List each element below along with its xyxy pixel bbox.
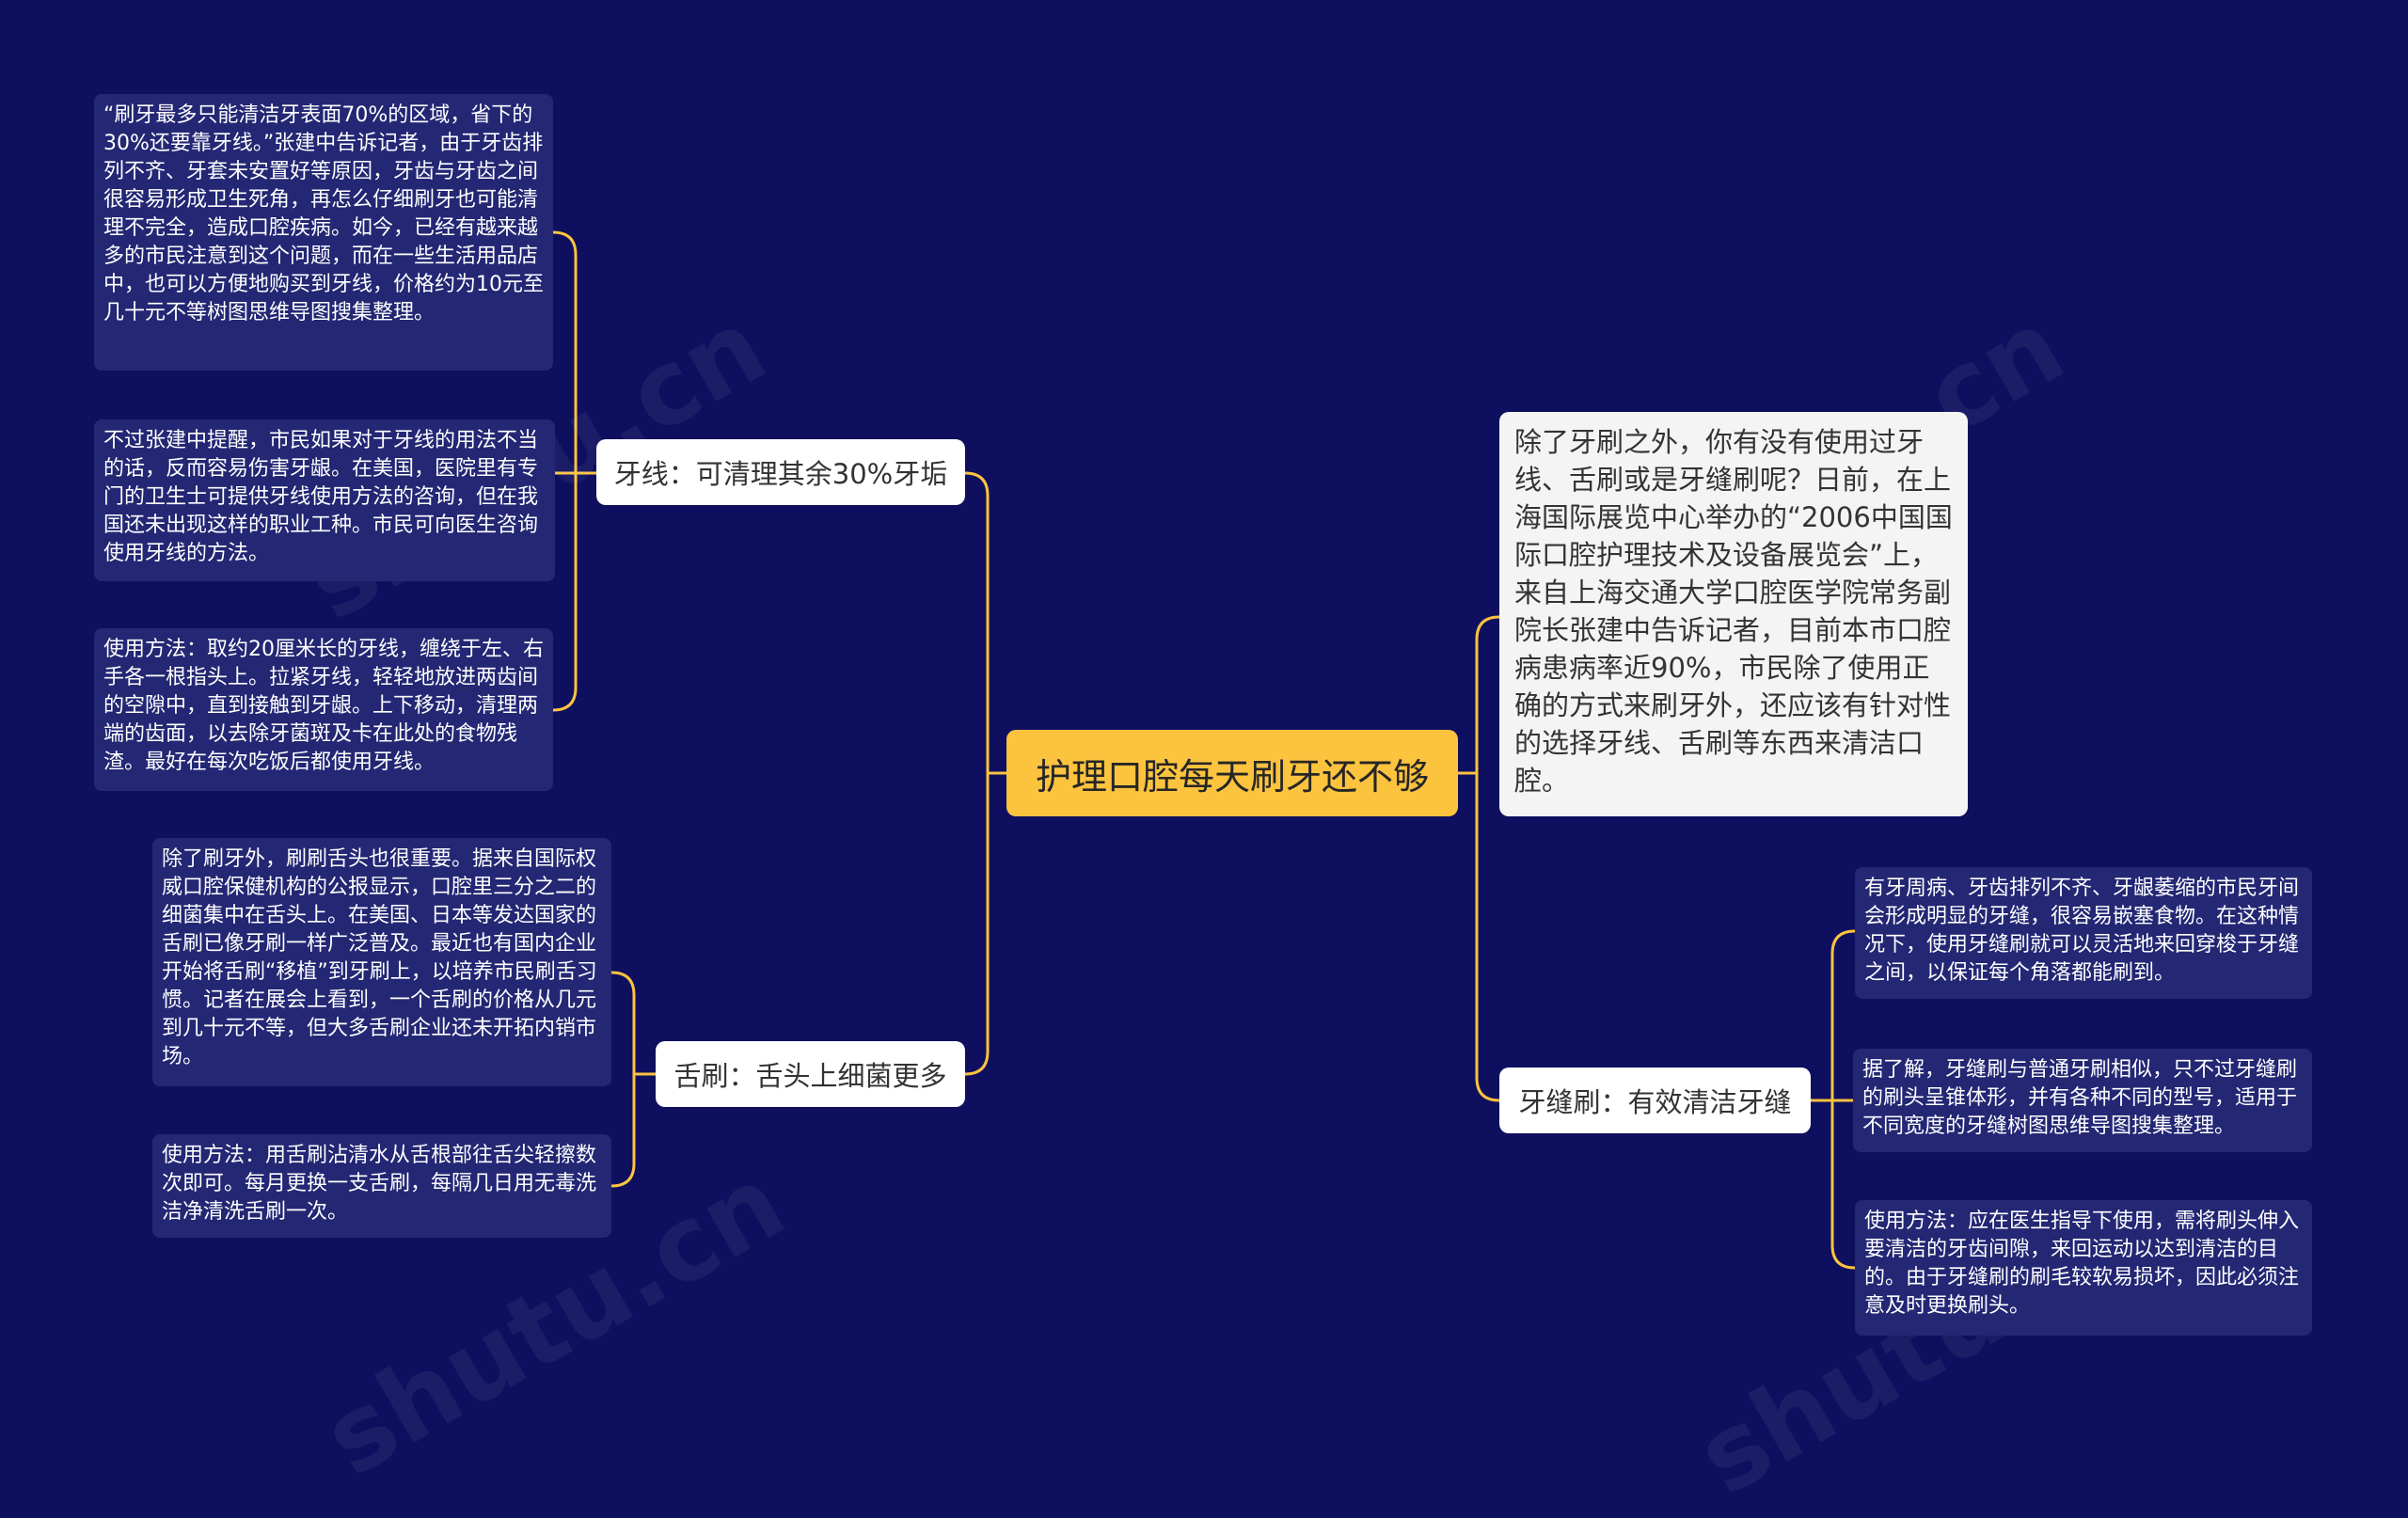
root-topic[interactable]: 护理口腔每天刷牙还不够: [1006, 730, 1458, 816]
branch-floss[interactable]: 牙线：可清理其余30%牙垢: [596, 439, 965, 505]
floss-leaf-1[interactable]: “刷牙最多只能清洁牙表面70%的区域，省下的30%还要靠牙线。”张建中告诉记者，…: [94, 94, 553, 371]
mindmap-canvas: shutu.cn shutu.cn shutu.cn shutu.cn 护理口腔…: [94, 94, 2312, 1518]
interdental-leaf-1[interactable]: 有牙周病、牙齿排列不齐、牙龈萎缩的市民牙间会形成明显的牙缝，很容易嵌塞食物。在这…: [1855, 867, 2312, 999]
branch-interdental[interactable]: 牙缝刷：有效清洁牙缝: [1499, 1067, 1811, 1133]
floss-leaf-2[interactable]: 不过张建中提醒，市民如果对于牙线的用法不当的话，反而容易伤害牙龈。在美国，医院里…: [94, 419, 555, 581]
connector-lines: [552, 230, 1856, 1270]
floss-leaf-3[interactable]: 使用方法：取约20厘米长的牙线，缠绕于左、右手各一根指头上。拉紧牙线，轻轻地放进…: [94, 628, 553, 791]
branch-tongue[interactable]: 舌刷：舌头上细菌更多: [656, 1041, 965, 1107]
tongue-leaf-1[interactable]: 除了刷牙外，刷刷舌头也很重要。据来自国际权威口腔保健机构的公报显示，口腔里三分之…: [152, 838, 611, 1086]
interdental-leaf-3[interactable]: 使用方法：应在医生指导下使用，需将刷头伸入要清洁的牙齿间隙，来回运动以达到清洁的…: [1855, 1200, 2312, 1336]
tongue-leaf-2[interactable]: 使用方法：用舌刷沾清水从舌根部往舌尖轻擦数次即可。每月更换一支舌刷，每隔几日用无…: [152, 1134, 611, 1238]
intro-note[interactable]: 除了牙刷之外，你有没有使用过牙线、舌刷或是牙缝刷呢？日前，在上海国际展览中心举办…: [1499, 412, 1968, 816]
interdental-leaf-2[interactable]: 据了解，牙缝刷与普通牙刷相似，只不过牙缝刷的刷头呈锥体形，并有各种不同的型号，适…: [1853, 1049, 2312, 1152]
